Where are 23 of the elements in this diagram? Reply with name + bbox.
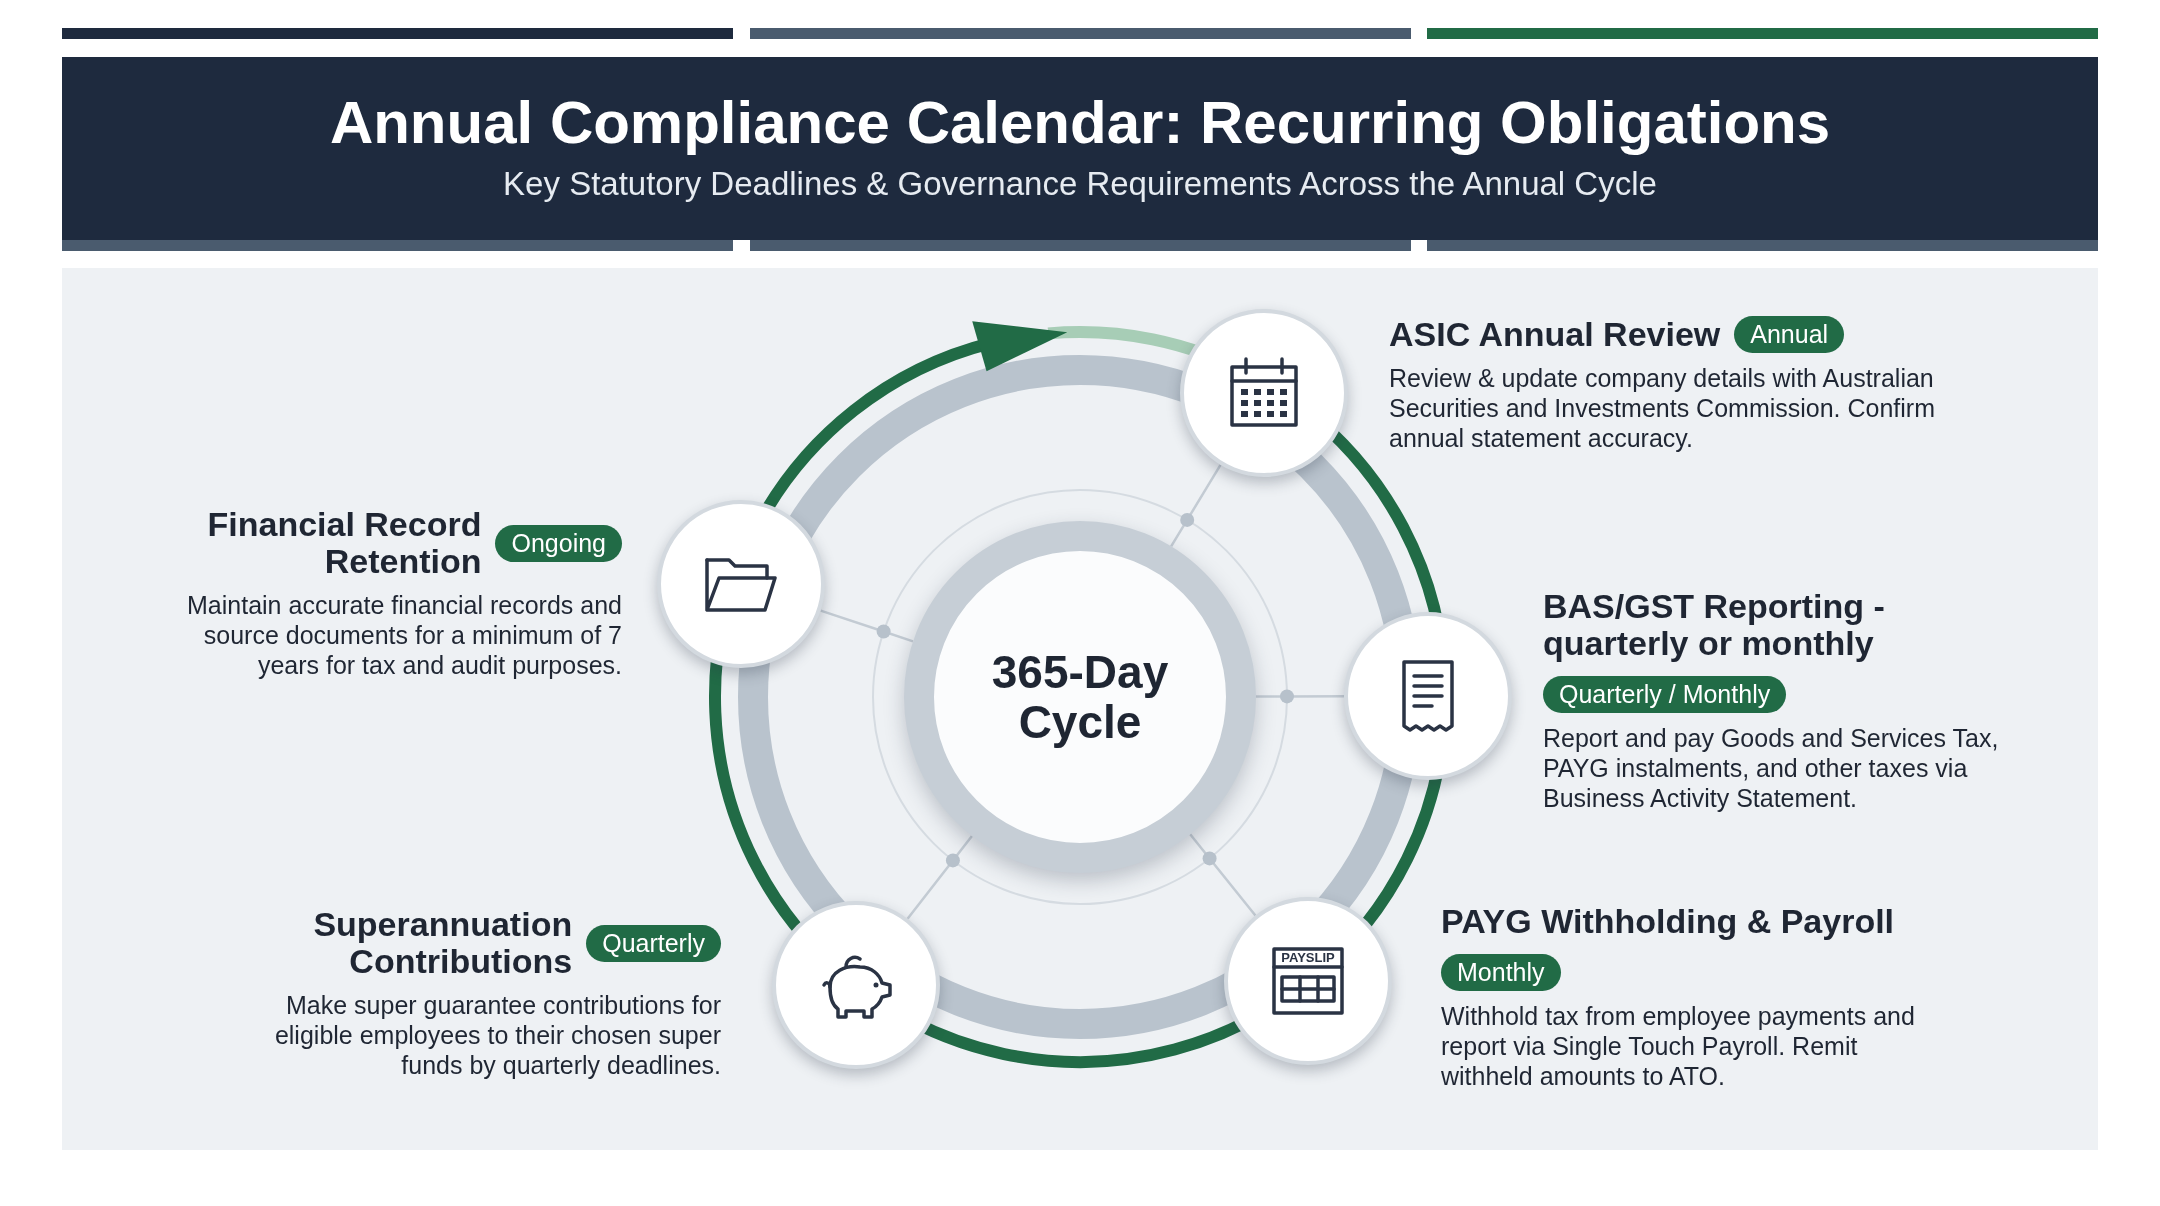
description-text: Make super guarantee contributions for eligible employees to their chosen super funds by quarterly deadlines. — [273, 990, 721, 1080]
connector-line — [1189, 833, 1257, 917]
title: Annual Compliance Calendar: Recurring Obligations — [328, 88, 1832, 158]
obligation-title: Financial Record Retention — [206, 506, 482, 580]
frequency-badge: Monthly — [1441, 954, 1561, 991]
connector-line — [1256, 695, 1344, 698]
description-text: Review & update company details with Australian Securities and Investments Commission. Confirm annual statement accuracy. — [1389, 363, 1937, 453]
obligation-title: PAYG Withholding & Payroll — [1441, 903, 1896, 940]
description-text: Withhold tax from employee payments and report via Single Touch Payroll. Remit withheld amounts to ATO. — [1441, 1001, 1916, 1091]
icon-text: PAYSLIP — [1280, 951, 1336, 965]
frequency-badge: Quarterly / Monthly — [1543, 676, 1787, 713]
obligation-title: Superannuation Contributions — [312, 906, 573, 980]
obligation-title: ASIC Annual Review — [1389, 316, 1721, 353]
connector-line — [820, 609, 914, 643]
connector-line — [1170, 464, 1222, 548]
center-label: 365-Day Cycle — [990, 647, 1170, 747]
subtitle: Key Statutory Deadlines & Governance Requirements Across the Annual Cycle — [502, 164, 1658, 204]
description-text: Report and pay Goods and Services Tax, PAYG instalments, and other taxes via Business Activity Statement. — [1543, 723, 2000, 813]
frequency-badge: Annual — [1734, 316, 1845, 353]
obligation-title: BAS/GST Reporting - quarterly or monthly — [1543, 588, 1886, 662]
connector-line — [906, 835, 973, 920]
frequency-badge: Quarterly — [586, 924, 721, 962]
description-text: Maintain accurate financial records and source documents for a minimum of 7 years for tax and audit purposes. — [186, 590, 622, 680]
